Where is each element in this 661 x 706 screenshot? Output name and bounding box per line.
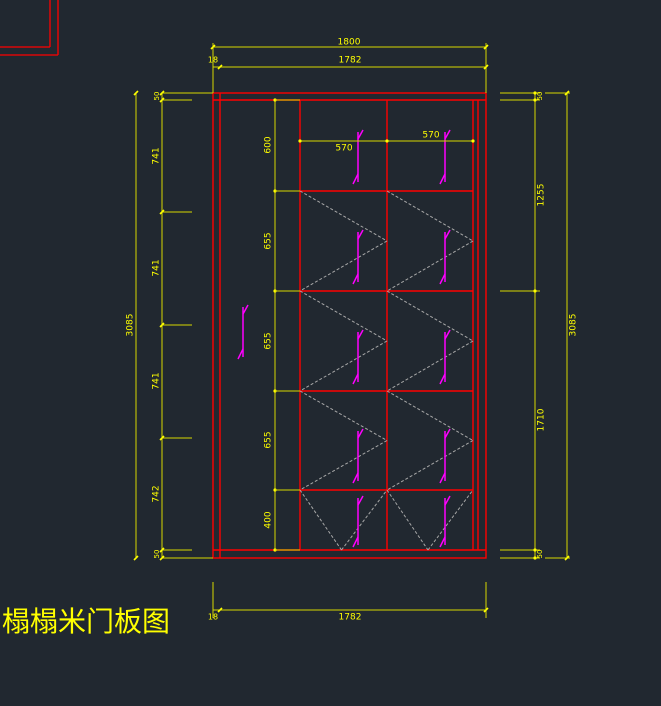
dimension-labels: 1800 18 1782 18 1782 570 570 3085 50 50 741 741 741 7…	[126, 38, 579, 623]
hinge-hatch	[386, 340, 474, 392]
dim-right-total-height: 3085	[569, 314, 579, 337]
dim-tick	[483, 44, 489, 50]
dim-dot	[533, 98, 537, 102]
dim-left-segment-3: 741	[152, 372, 162, 389]
dim-tick	[483, 607, 489, 613]
opening-arrow-icon	[352, 495, 364, 548]
hinge-hatch	[299, 340, 388, 392]
dim-left-segment-2: 741	[152, 259, 162, 276]
dim-tick	[159, 435, 165, 441]
dim-tick	[159, 547, 165, 553]
dim-right-lower: 1710	[537, 408, 547, 431]
dim-dot	[385, 139, 389, 143]
opening-arrow-icon	[352, 329, 364, 385]
dim-tick	[217, 64, 223, 70]
hinge-hatch	[341, 489, 388, 551]
dim-dot	[533, 556, 537, 560]
dim-left-top-gap: 50	[153, 92, 161, 101]
dim-tick	[217, 607, 223, 613]
hinge-hatch	[299, 440, 388, 491]
corner-frame	[0, 0, 59, 56]
opening-arrow-icon	[439, 229, 451, 285]
drawing-title: 榻榻米门板图	[2, 605, 171, 638]
dim-left-segment-1: 741	[152, 147, 162, 164]
dim-dot	[533, 91, 537, 95]
dim-tick	[159, 209, 165, 215]
hinge-hatch	[386, 440, 474, 491]
dim-tick	[133, 555, 139, 561]
hinge-hatch	[299, 489, 342, 551]
hinge-hatch	[386, 489, 429, 551]
hinge-hatch	[386, 390, 474, 441]
dim-left-inner-3: 655	[264, 332, 274, 349]
dim-top-left-gap: 18	[208, 56, 218, 65]
opening-arrow-icon	[439, 129, 451, 185]
hinge-hatch	[299, 290, 388, 342]
dim-left-bottom-gap: 50	[153, 550, 161, 559]
opening-arrow-icon	[352, 428, 364, 484]
dim-upper-left-width: 570	[335, 144, 352, 154]
dim-dot	[471, 139, 475, 143]
hinge-hatch	[386, 190, 474, 242]
dim-tick	[483, 64, 489, 70]
dim-right-upper: 1255	[537, 184, 547, 207]
hinge-hatch	[299, 240, 388, 292]
dim-tick	[159, 555, 165, 561]
dim-left-total-height: 3085	[126, 314, 136, 337]
dim-dot	[533, 289, 537, 293]
dim-tick	[159, 90, 165, 96]
dim-top-inner-width: 1782	[339, 56, 362, 66]
dim-tick	[133, 90, 139, 96]
dim-right-top-gap: 50	[536, 92, 544, 101]
outer-frame	[212, 92, 487, 559]
hinge-hatch	[386, 290, 474, 342]
dim-tick	[564, 90, 570, 96]
dim-bottom-left-gap: 18	[208, 613, 218, 622]
dim-tick	[159, 97, 165, 103]
dim-tick	[159, 322, 165, 328]
opening-arrow-icon	[439, 428, 451, 484]
dim-left-inner-4: 655	[264, 431, 274, 448]
dim-left-inner-2: 655	[264, 232, 274, 249]
dim-upper-right-width: 570	[422, 131, 439, 141]
hinge-hatch	[299, 390, 388, 441]
hinge-hatch	[427, 489, 474, 551]
dim-right-bottom-gap: 50	[536, 550, 544, 559]
opening-arrow-icon	[237, 304, 249, 360]
opening-arrow-icon	[352, 229, 364, 285]
dim-left-segment-4: 742	[152, 485, 162, 502]
hinge-hatch	[299, 190, 388, 242]
opening-arrow-icon	[439, 329, 451, 385]
opening-arrow-icon	[439, 495, 451, 548]
dim-tick	[210, 44, 216, 50]
dim-tick	[564, 555, 570, 561]
cabinet-door-panels	[133, 43, 570, 618]
opening-arrow-icon	[352, 129, 364, 185]
dim-dot	[533, 548, 537, 552]
hinge-hatch	[386, 240, 474, 292]
dim-left-inner-5: 400	[264, 511, 274, 528]
dim-left-inner-1: 600	[264, 136, 274, 153]
dim-dot	[298, 139, 302, 143]
dim-overall-width: 1800	[338, 38, 361, 48]
dim-bottom-inner-width: 1782	[339, 613, 362, 623]
